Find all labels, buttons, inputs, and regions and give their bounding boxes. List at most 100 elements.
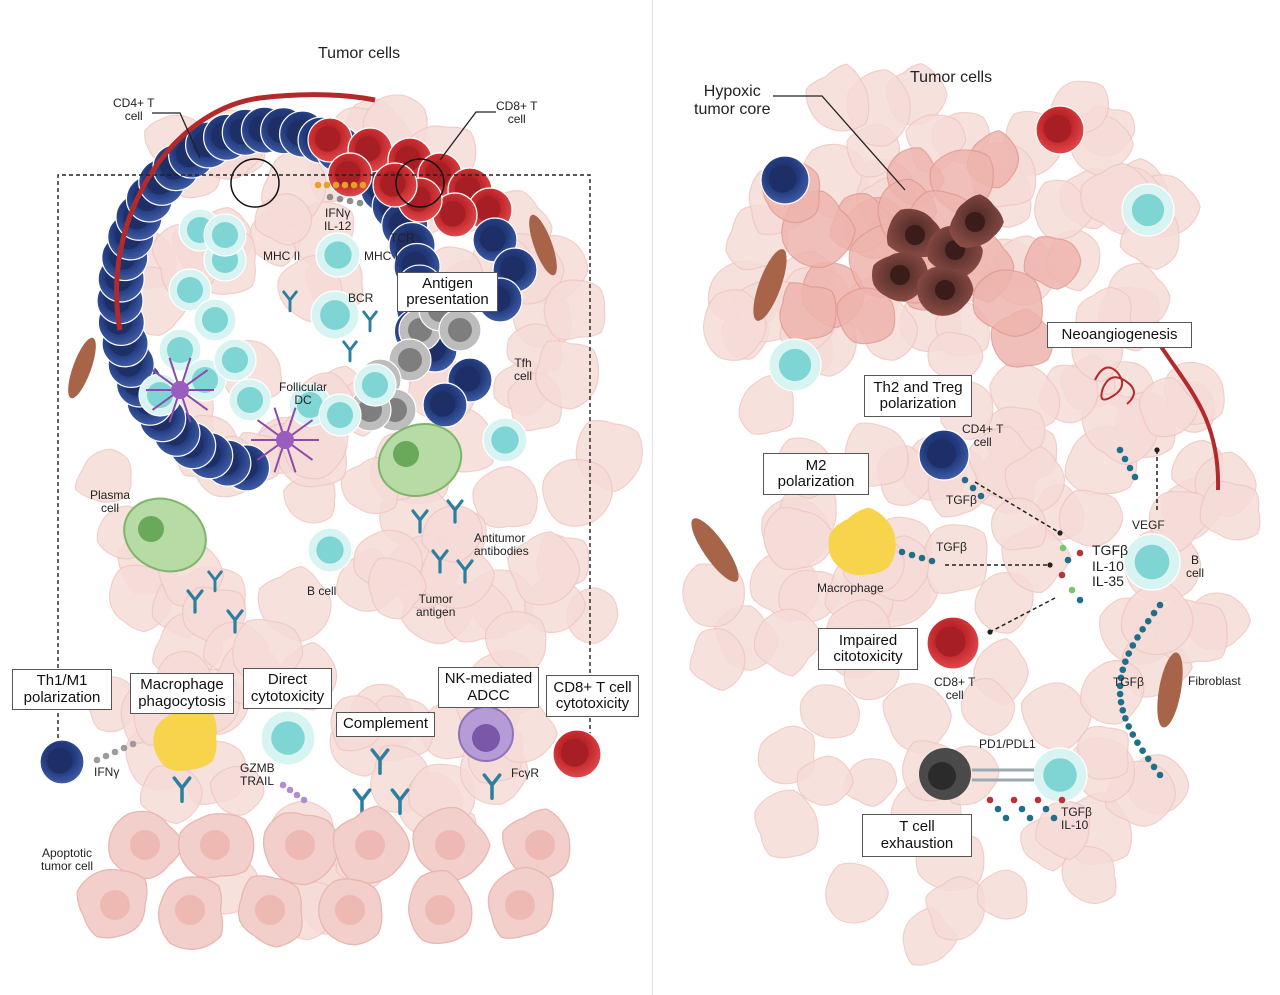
annotation-lines xyxy=(152,95,1160,635)
mixed-cytokine xyxy=(1076,549,1084,557)
exhaustion-dots xyxy=(994,805,1002,813)
tcr-label: TCR xyxy=(390,231,415,245)
r-tgfb3-label: TGFβ xyxy=(1113,675,1144,689)
cytokine xyxy=(359,181,367,189)
arrow-head xyxy=(1047,562,1053,568)
cytokine xyxy=(356,199,364,207)
cytokine xyxy=(341,181,349,189)
exhaustion-dots xyxy=(1042,805,1050,813)
b-cell-left-nucleus xyxy=(316,536,344,564)
b-cell-nucleus xyxy=(236,386,264,414)
granzyme-dots xyxy=(286,786,294,794)
r-cytokines-label: TGFβ IL-10 IL-35 xyxy=(1092,542,1129,590)
cd8-cytotoxicity-box: CD8+ T cell cytotoxicity xyxy=(546,675,639,717)
bcr-label: BCR xyxy=(348,291,374,305)
granzyme-dots xyxy=(293,791,301,799)
tumor-cell xyxy=(960,677,1016,737)
tgfb-dots xyxy=(1150,763,1158,771)
r-cd8-cell-nucleus xyxy=(935,626,966,657)
tumor-cell xyxy=(689,628,746,691)
tumor-cell xyxy=(472,465,538,528)
tgfb-dots xyxy=(1117,698,1125,706)
left-title: Tumor cells xyxy=(318,45,401,62)
r-b-cell-left-nucleus xyxy=(778,348,812,382)
panel-divider xyxy=(652,0,653,995)
tumor-cell xyxy=(763,507,836,571)
b-cell-center-nucleus xyxy=(324,241,352,269)
exhausted-t-nucleus xyxy=(928,762,956,790)
exhaustion-dots xyxy=(986,796,994,804)
tgfb-dots xyxy=(1129,642,1137,649)
macrophage-phagocytosis-box: Macrophage phagocytosis xyxy=(130,673,234,714)
r-tgfb-il10-label: TGFβ IL-10 xyxy=(1061,805,1092,833)
dashed-frame xyxy=(57,174,591,745)
tgfb-dots xyxy=(1134,634,1141,641)
target-tumor-nucleus xyxy=(100,890,130,920)
antibody xyxy=(362,310,378,333)
tumor-cell xyxy=(1058,489,1124,547)
cd4-t-cell-nucleus xyxy=(480,226,506,252)
mhc1-label: MHC I xyxy=(364,249,398,263)
tgfb-dots xyxy=(918,554,926,562)
tumor-cell xyxy=(1081,393,1159,466)
arrow-head xyxy=(1154,447,1160,453)
tgfb-dots xyxy=(1125,650,1133,657)
cytokine xyxy=(332,181,340,189)
tumor-cell xyxy=(927,331,984,382)
antigen-presentation-box: Antigen presentation xyxy=(397,272,498,312)
vegf-dots xyxy=(1116,446,1124,454)
left-immune-cells xyxy=(39,92,602,950)
tgfb-dots xyxy=(928,557,936,565)
nk-adcc-box: NK-mediated ADCC xyxy=(438,667,539,708)
cd8-t-cell-nucleus xyxy=(335,161,361,187)
tumor-cell xyxy=(976,869,1028,920)
target-tumor-nucleus xyxy=(130,830,160,860)
exhaustion-dots xyxy=(1002,814,1010,822)
necrotic-nucleus xyxy=(905,225,925,245)
b-cell-nucleus xyxy=(326,401,354,429)
tumor-cell xyxy=(799,684,861,739)
blood-vessel xyxy=(114,92,376,331)
tumor-cell xyxy=(754,789,819,859)
r-capillaries xyxy=(1094,366,1135,405)
cd4-label: CD4+ T cell xyxy=(113,96,155,124)
b-cell-bcr-nucleus xyxy=(320,300,350,330)
macrophage xyxy=(153,709,217,772)
antibodies-label: Antitumor antibodies xyxy=(474,531,529,559)
tgfb-dots xyxy=(1122,715,1129,722)
tumor-cell xyxy=(796,755,854,806)
tgfb-dots xyxy=(1156,771,1164,779)
r-cd4-cell-top-nucleus xyxy=(768,164,797,193)
impaired-box: Impaired citotoxicity xyxy=(818,628,918,670)
hypoxic-label: Hypoxic tumor core xyxy=(694,83,771,118)
target-tumor-nucleus xyxy=(200,830,230,860)
tumor-cell xyxy=(1023,235,1082,290)
cytokine xyxy=(350,181,358,189)
ifny-label: IFNγ xyxy=(94,765,120,779)
vegf-dots xyxy=(1126,464,1134,472)
plasma-cell xyxy=(123,497,207,573)
r-vessel xyxy=(1158,343,1221,491)
b-cell-nucleus xyxy=(221,346,249,374)
tumor-cell xyxy=(254,192,313,246)
fibroblast xyxy=(68,337,96,399)
tumor-cell xyxy=(1061,845,1117,905)
dashed-arrow xyxy=(974,481,1061,534)
cd8-leader xyxy=(439,111,496,161)
cd4-t-cell-nucleus xyxy=(500,256,526,282)
r-pd1-label: PD1/PDL1 xyxy=(979,737,1036,751)
antibody xyxy=(456,559,474,584)
cytokine xyxy=(346,197,354,205)
tgfb-dots xyxy=(961,476,969,484)
cytokine xyxy=(314,181,322,189)
follicular-dc xyxy=(171,381,189,399)
b-cell-nucleus xyxy=(146,381,174,409)
ifn-il12-label: IFNγ IL-12 xyxy=(324,206,352,234)
mhc2-label: MHC II xyxy=(263,249,301,263)
r-tgfb2-label: TGFβ xyxy=(936,540,967,554)
tgfb-dots xyxy=(977,492,985,500)
cd8-t-cell-nucleus xyxy=(475,196,501,222)
cd4-leader xyxy=(152,112,201,159)
r-cd8-cell-top-nucleus xyxy=(1043,114,1072,143)
